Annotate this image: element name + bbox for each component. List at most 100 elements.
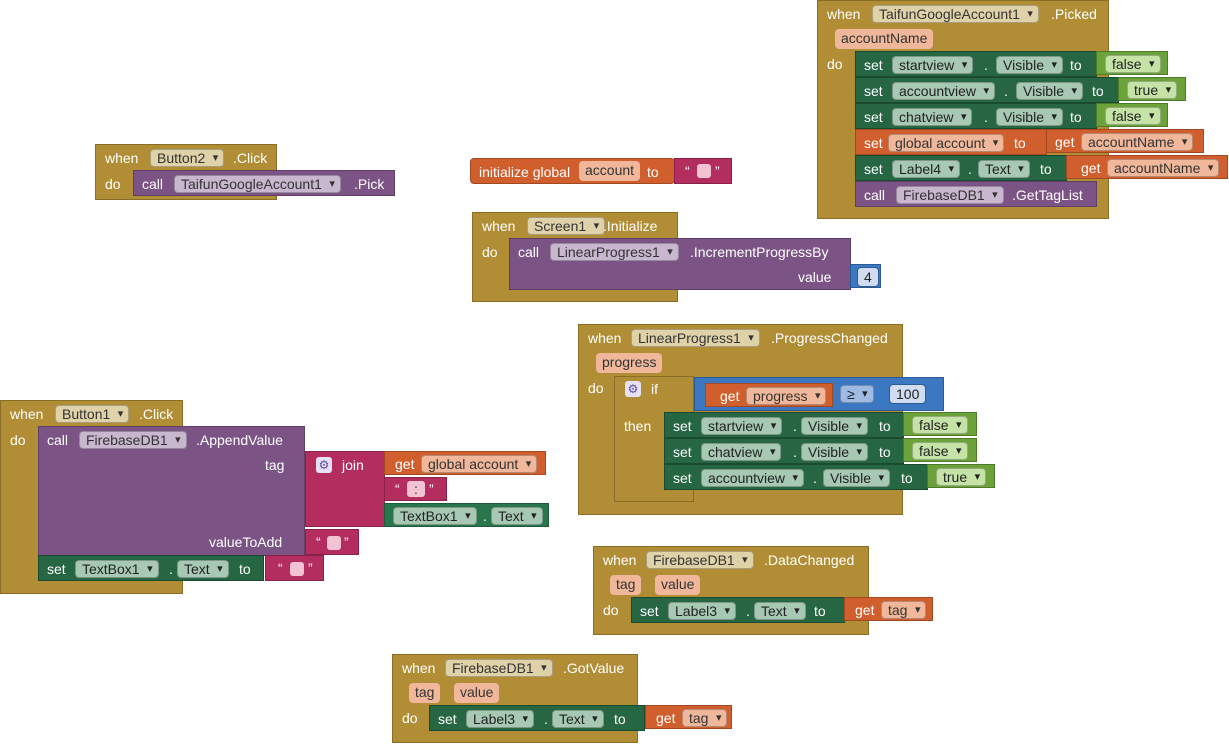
get-variable-block[interactable]: get progress: [705, 383, 833, 407]
variable-dropdown[interactable]: accountName: [1081, 133, 1194, 151]
boolean-dropdown[interactable]: false: [1105, 55, 1161, 73]
boolean-block[interactable]: false: [903, 412, 977, 436]
number-block[interactable]: 4: [850, 264, 881, 288]
variable-name-field[interactable]: account: [579, 161, 641, 181]
join-block[interactable]: ⚙ join: [305, 451, 385, 527]
gear-icon[interactable]: ⚙: [316, 457, 332, 473]
set-textbox1-text[interactable]: set TextBox1 . Text to: [38, 555, 264, 581]
gear-icon[interactable]: ⚙: [625, 381, 641, 397]
param-accountName[interactable]: accountName: [835, 29, 934, 49]
component-dropdown[interactable]: Label3: [466, 710, 535, 728]
call-gettaglist-block[interactable]: call FirebaseDB1 .GetTagList: [855, 181, 1097, 207]
get-variable-block[interactable]: get global account: [384, 451, 546, 475]
boolean-block[interactable]: false: [903, 438, 977, 462]
component-dropdown[interactable]: TaifunGoogleAccount1: [872, 5, 1039, 23]
variable-dropdown[interactable]: tag: [682, 709, 728, 727]
call-appendvalue-block[interactable]: call FirebaseDB1 .AppendValue tag valueT…: [38, 426, 305, 556]
set-chatview-visible[interactable]: set chatview . Visible to: [855, 103, 1097, 129]
param-progress[interactable]: progress: [596, 353, 663, 373]
when-label: when: [588, 330, 622, 346]
component-dropdown[interactable]: Label4: [892, 160, 961, 178]
empty-string-block[interactable]: “ ”: [305, 529, 359, 555]
component-dropdown[interactable]: TextBox1: [75, 560, 159, 578]
param-tag[interactable]: tag: [610, 575, 642, 595]
init-global-block[interactable]: initialize global account to: [470, 158, 675, 184]
boolean-block[interactable]: true: [1118, 77, 1186, 101]
set-chatview-visible[interactable]: set chatview . Visible to: [664, 438, 904, 464]
string-field[interactable]: [290, 562, 304, 576]
boolean-block[interactable]: false: [1096, 103, 1168, 127]
empty-string-block[interactable]: “ ”: [674, 158, 732, 184]
component-dropdown[interactable]: TaifunGoogleAccount1: [174, 175, 341, 193]
variable-dropdown[interactable]: global account: [421, 455, 538, 473]
operator-dropdown[interactable]: ≥: [840, 385, 874, 403]
component-dropdown[interactable]: startview: [892, 56, 974, 74]
get-variable-block[interactable]: get tag: [645, 705, 732, 729]
component-dropdown[interactable]: TextBox1: [393, 507, 477, 525]
property-dropdown[interactable]: Visible: [823, 469, 890, 487]
component-dropdown[interactable]: Button2: [150, 149, 225, 167]
string-field[interactable]: [697, 164, 711, 178]
call-increment-block[interactable]: call LinearProgress1 .IncrementProgressB…: [509, 238, 851, 290]
boolean-dropdown[interactable]: false: [912, 416, 968, 434]
separator-string-block[interactable]: “ : ”: [384, 477, 447, 501]
component-dropdown[interactable]: FirebaseDB1: [445, 659, 553, 677]
compare-block[interactable]: get progress ≥ 100: [694, 377, 944, 411]
component-dropdown[interactable]: startview: [701, 417, 783, 435]
component-dropdown[interactable]: LinearProgress1: [550, 243, 679, 261]
component-dropdown[interactable]: accountview: [701, 469, 805, 487]
set-startview-visible[interactable]: set startview . Visible to: [855, 51, 1097, 77]
component-dropdown[interactable]: Button1: [55, 405, 130, 423]
property-dropdown[interactable]: Visible: [996, 56, 1063, 74]
param-tag[interactable]: tag: [409, 683, 441, 703]
variable-dropdown[interactable]: accountName: [1107, 159, 1220, 177]
boolean-dropdown[interactable]: false: [1105, 107, 1161, 125]
component-dropdown[interactable]: accountview: [892, 82, 996, 100]
property-dropdown[interactable]: Text: [552, 710, 604, 728]
boolean-block[interactable]: false: [1096, 51, 1168, 75]
variable-dropdown[interactable]: progress: [746, 387, 827, 405]
property-dropdown[interactable]: Text: [491, 507, 543, 525]
param-value[interactable]: value: [454, 683, 500, 703]
variable-dropdown[interactable]: global account: [888, 134, 1005, 152]
property-dropdown[interactable]: Text: [754, 602, 806, 620]
property-dropdown[interactable]: Visible: [801, 417, 868, 435]
do-label: do: [402, 710, 418, 726]
component-dropdown[interactable]: FirebaseDB1: [79, 431, 187, 449]
set-accountview-visible[interactable]: set accountview . Visible to: [664, 464, 928, 490]
component-dropdown[interactable]: FirebaseDB1: [646, 551, 754, 569]
boolean-dropdown[interactable]: true: [936, 468, 987, 486]
boolean-dropdown[interactable]: true: [1127, 81, 1178, 99]
empty-string-block[interactable]: “ ”: [265, 555, 324, 581]
boolean-block[interactable]: true: [927, 464, 995, 488]
call-pick-block[interactable]: call TaifunGoogleAccount1 .Pick: [133, 170, 395, 196]
set-label4-text[interactable]: set Label4 . Text to: [855, 155, 1067, 181]
get-variable-block[interactable]: get accountName: [1066, 155, 1228, 179]
property-dropdown[interactable]: Visible: [996, 108, 1063, 126]
set-global-account[interactable]: set global account to: [855, 129, 1047, 155]
property-dropdown[interactable]: Text: [978, 160, 1030, 178]
get-variable-block[interactable]: get tag: [844, 597, 933, 621]
component-dropdown[interactable]: LinearProgress1: [631, 329, 760, 347]
property-dropdown[interactable]: Visible: [1016, 82, 1083, 100]
param-value[interactable]: value: [655, 575, 701, 595]
set-accountview-visible[interactable]: set accountview . Visible to: [855, 77, 1119, 103]
get-variable-block[interactable]: get accountName: [1046, 129, 1204, 153]
component-dropdown[interactable]: chatview: [892, 108, 973, 126]
set-label3-text[interactable]: set Label3 . Text to: [429, 705, 645, 731]
variable-dropdown[interactable]: tag: [881, 601, 927, 619]
boolean-dropdown[interactable]: false: [912, 442, 968, 460]
textbox1-text-getter[interactable]: TextBox1 . Text: [384, 503, 549, 527]
number-field[interactable]: 4: [857, 267, 879, 287]
string-field[interactable]: [327, 536, 341, 550]
string-field[interactable]: :: [407, 481, 425, 497]
component-dropdown[interactable]: chatview: [701, 443, 782, 461]
set-startview-visible[interactable]: set startview . Visible to: [664, 412, 904, 438]
set-label3-text[interactable]: set Label3 . Text to: [631, 597, 845, 623]
component-dropdown[interactable]: FirebaseDB1: [896, 186, 1004, 204]
component-dropdown[interactable]: Label3: [668, 602, 737, 620]
component-dropdown[interactable]: Screen1: [527, 217, 606, 235]
property-dropdown[interactable]: Text: [177, 560, 229, 578]
number-field[interactable]: 100: [889, 384, 927, 404]
property-dropdown[interactable]: Visible: [801, 443, 868, 461]
